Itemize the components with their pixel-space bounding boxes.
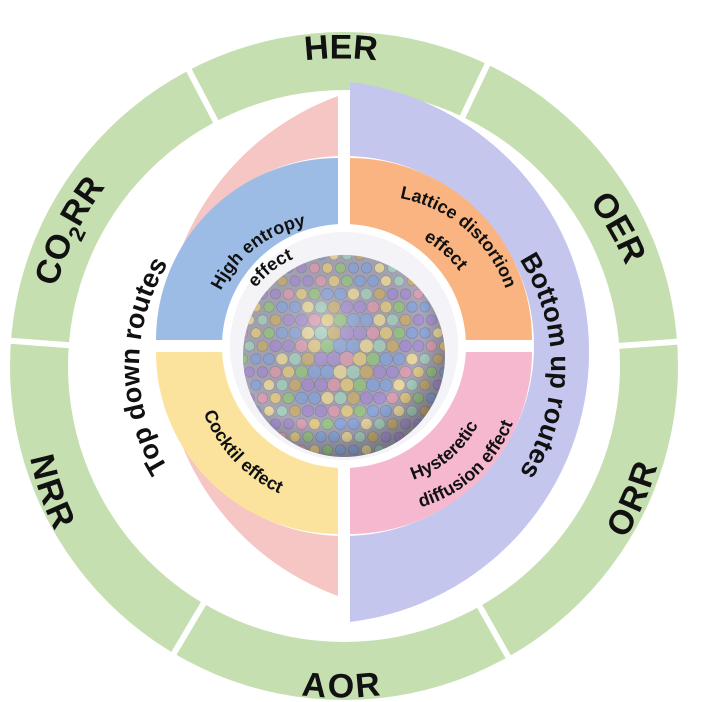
nanoparticle-image <box>243 255 445 457</box>
aor-label: AOR <box>300 665 381 702</box>
her-label: HER <box>303 28 380 68</box>
